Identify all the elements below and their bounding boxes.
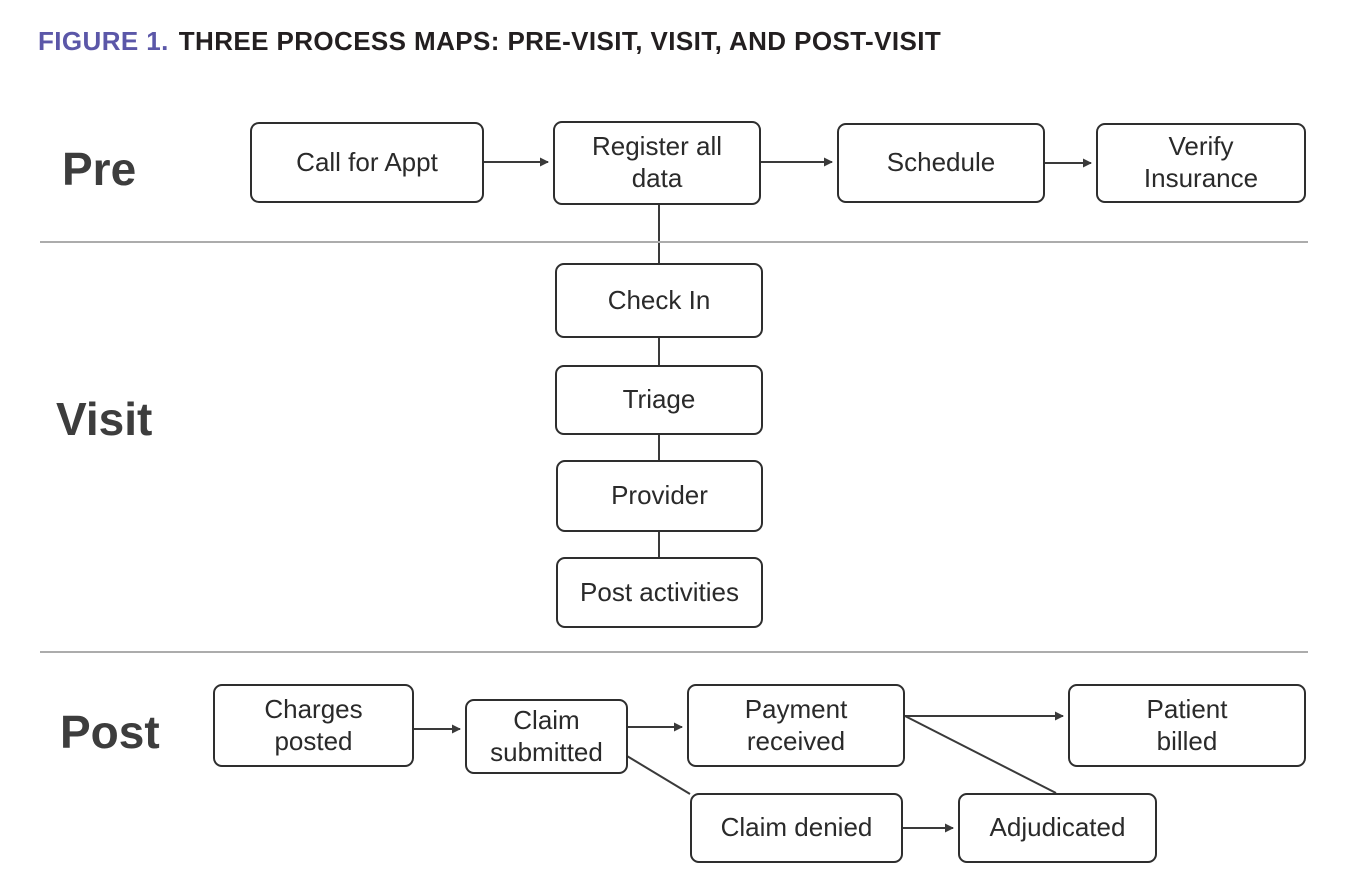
node-label: Check In (607, 284, 711, 315)
section-label-post: Post (60, 706, 160, 758)
node-payment-received: Payment received (687, 684, 905, 767)
figure-number-label: FIGURE 1. (38, 26, 169, 56)
section-label-pre: Pre (62, 143, 137, 195)
node-label: Register all (591, 131, 723, 162)
node-verify-insurance: Verify Insurance (1096, 123, 1306, 203)
node-provider: Provider (556, 460, 763, 532)
node-label: billed (1156, 725, 1218, 756)
node-label: Insurance (1143, 163, 1259, 193)
connector-claimsubmitted-to-claimdenied (626, 755, 691, 795)
node-register-all-data: Register all data (553, 121, 761, 205)
node-label: Verify (1168, 131, 1234, 162)
section-divider-pre-visit (40, 241, 1308, 243)
section-divider-visit-post (40, 651, 1308, 653)
node-label: Adjudicated (989, 812, 1126, 843)
node-label: Claim (513, 704, 580, 735)
node-label: posted (274, 725, 353, 756)
node-label: Payment (744, 693, 848, 724)
node-label: Charges (264, 693, 363, 724)
node-adjudicated: Adjudicated (958, 793, 1157, 863)
node-triage: Triage (555, 365, 763, 435)
node-label: Call for Appt (296, 146, 438, 177)
node-claim-denied: Claim denied (690, 793, 903, 863)
node-label: received (746, 725, 846, 756)
node-label: Claim denied (720, 812, 873, 843)
node-label: Post activities (580, 576, 739, 607)
figure-title: FIGURE 1. THREE PROCESS MAPS: PRE-VISIT, … (38, 26, 941, 57)
node-charges-posted: Charges posted (213, 684, 414, 767)
node-label: Triage (622, 384, 696, 415)
node-call-for-appt: Call for Appt (250, 122, 484, 203)
node-patient-billed: Patient billed (1068, 684, 1306, 767)
node-label: data (631, 163, 683, 193)
node-label: Patient (1146, 693, 1228, 724)
connector-payment-to-adjudicated (904, 715, 1057, 794)
node-post-activities: Post activities (556, 557, 763, 628)
node-schedule: Schedule (837, 123, 1045, 203)
node-check-in: Check In (555, 263, 763, 338)
node-label: Provider (611, 480, 708, 511)
node-label: Schedule (886, 147, 996, 178)
node-claim-submitted: Claim submitted (465, 699, 628, 774)
section-label-visit: Visit (56, 393, 153, 445)
node-label: submitted (490, 736, 603, 767)
figure-title-text: THREE PROCESS MAPS: PRE-VISIT, VISIT, AN… (178, 26, 942, 56)
